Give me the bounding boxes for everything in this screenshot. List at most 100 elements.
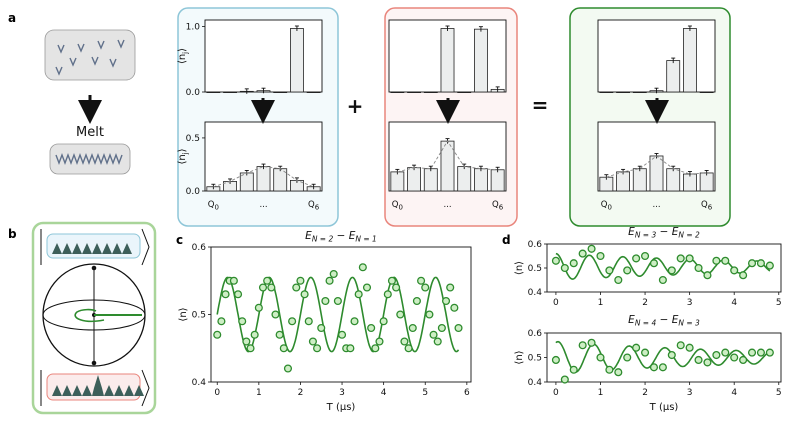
data-point [450,303,459,312]
plot-title: EN = 2 − EN = 1 [305,230,377,244]
data-point [325,276,334,285]
data-point [404,344,413,353]
fit-curve [216,276,460,353]
data-point [623,266,632,275]
data-point [658,363,667,372]
x-tick-label: 4 [731,298,737,308]
data-point [392,283,401,292]
ket-top-right-angle [141,228,150,266]
data-point [721,348,730,357]
data-point [292,283,301,292]
x-tick-label: 1 [598,298,604,308]
precession-arrow [74,308,105,323]
equals-sign: = [532,93,549,117]
ket-bottom-right-angle [141,369,150,407]
data-point [250,330,259,339]
plot-title: EN = 4 − EN = 3 [628,314,700,328]
bar-Q5 [474,168,488,192]
bar-Q3 [256,166,271,192]
data-point [676,341,685,350]
x-tick-q6: Q6 [701,200,713,212]
y-axis-label: ⟨n⟩ [514,350,525,364]
data-point [350,317,359,326]
y-tick-label: 0.5 [186,134,200,144]
ylabel-close: ⟩ [177,48,188,52]
bar-Q4 [457,91,472,94]
plot-frame [597,19,716,93]
bar-Q4 [666,60,681,93]
data-point [354,290,363,299]
data-point [233,290,243,299]
data-point [712,350,721,360]
data-point [641,251,650,261]
data-point [578,341,587,350]
x-tick-label: 0 [214,388,220,398]
data-point [569,259,578,268]
bar-Q6 [306,91,321,94]
x-tick-q6: Q6 [308,200,320,212]
x-tick-q0-sub: 0 [214,204,218,212]
title-part: N = 2 [312,235,334,244]
data-point [321,296,330,306]
data-point [367,323,376,333]
data-point [694,263,703,273]
x-tick-q0-base: Q [601,200,608,210]
data-point [560,375,569,384]
data-point [383,290,392,299]
bar-Q1 [616,171,630,192]
data-point [425,310,434,319]
y-tick-label: 0.5 [528,264,542,274]
x-tick-q6-sub: 6 [315,204,320,212]
data-point [703,358,712,367]
data-point [258,283,268,292]
data-point [632,343,641,352]
x-tick-q0-base: Q [392,200,399,210]
data-point [242,337,251,346]
data-point [605,365,614,374]
title-part: N = 3 [635,231,657,240]
data-point [313,344,322,353]
data-point [756,259,765,268]
x-tick-label: 2 [298,388,304,398]
x-tick-label: 1 [256,388,262,398]
bar-Q3 [649,155,664,192]
data-point [667,266,676,275]
data-point [667,350,676,360]
crystal-block [44,29,136,81]
data-point [694,355,703,365]
panel-label-c: c [176,233,183,247]
data-point [446,283,455,292]
title-part: − [333,230,348,242]
ket-bottom-state [46,373,141,401]
x-tick-label: 1 [598,388,604,398]
data-point [238,317,247,326]
panel-label-b: b [8,227,17,241]
y-tick-label: 0.4 [192,378,207,388]
data-point [271,310,280,319]
data-point [217,317,226,326]
data-point [246,344,255,353]
data-point [396,310,405,319]
x-tick-label: 3 [687,388,693,398]
data-point [304,317,313,326]
y-tick-label: 0.4 [528,378,543,388]
data-point [441,296,451,306]
data-point [437,323,446,333]
title-part: N = 2 [678,231,700,240]
x-tick-dots: ... [259,200,267,210]
data-point [747,348,757,357]
data-point [747,259,757,268]
data-point [421,283,430,292]
ylabel-base: ⟨n [177,54,188,64]
title-part: N = 1 [355,235,376,244]
x-tick-q0: Q0 [601,200,612,212]
data-point [221,290,230,299]
data-point [329,269,338,279]
x-tick-q0: Q0 [208,200,219,212]
x-tick-label: 3 [687,298,693,308]
data-point [721,256,730,265]
data-point [649,259,659,268]
